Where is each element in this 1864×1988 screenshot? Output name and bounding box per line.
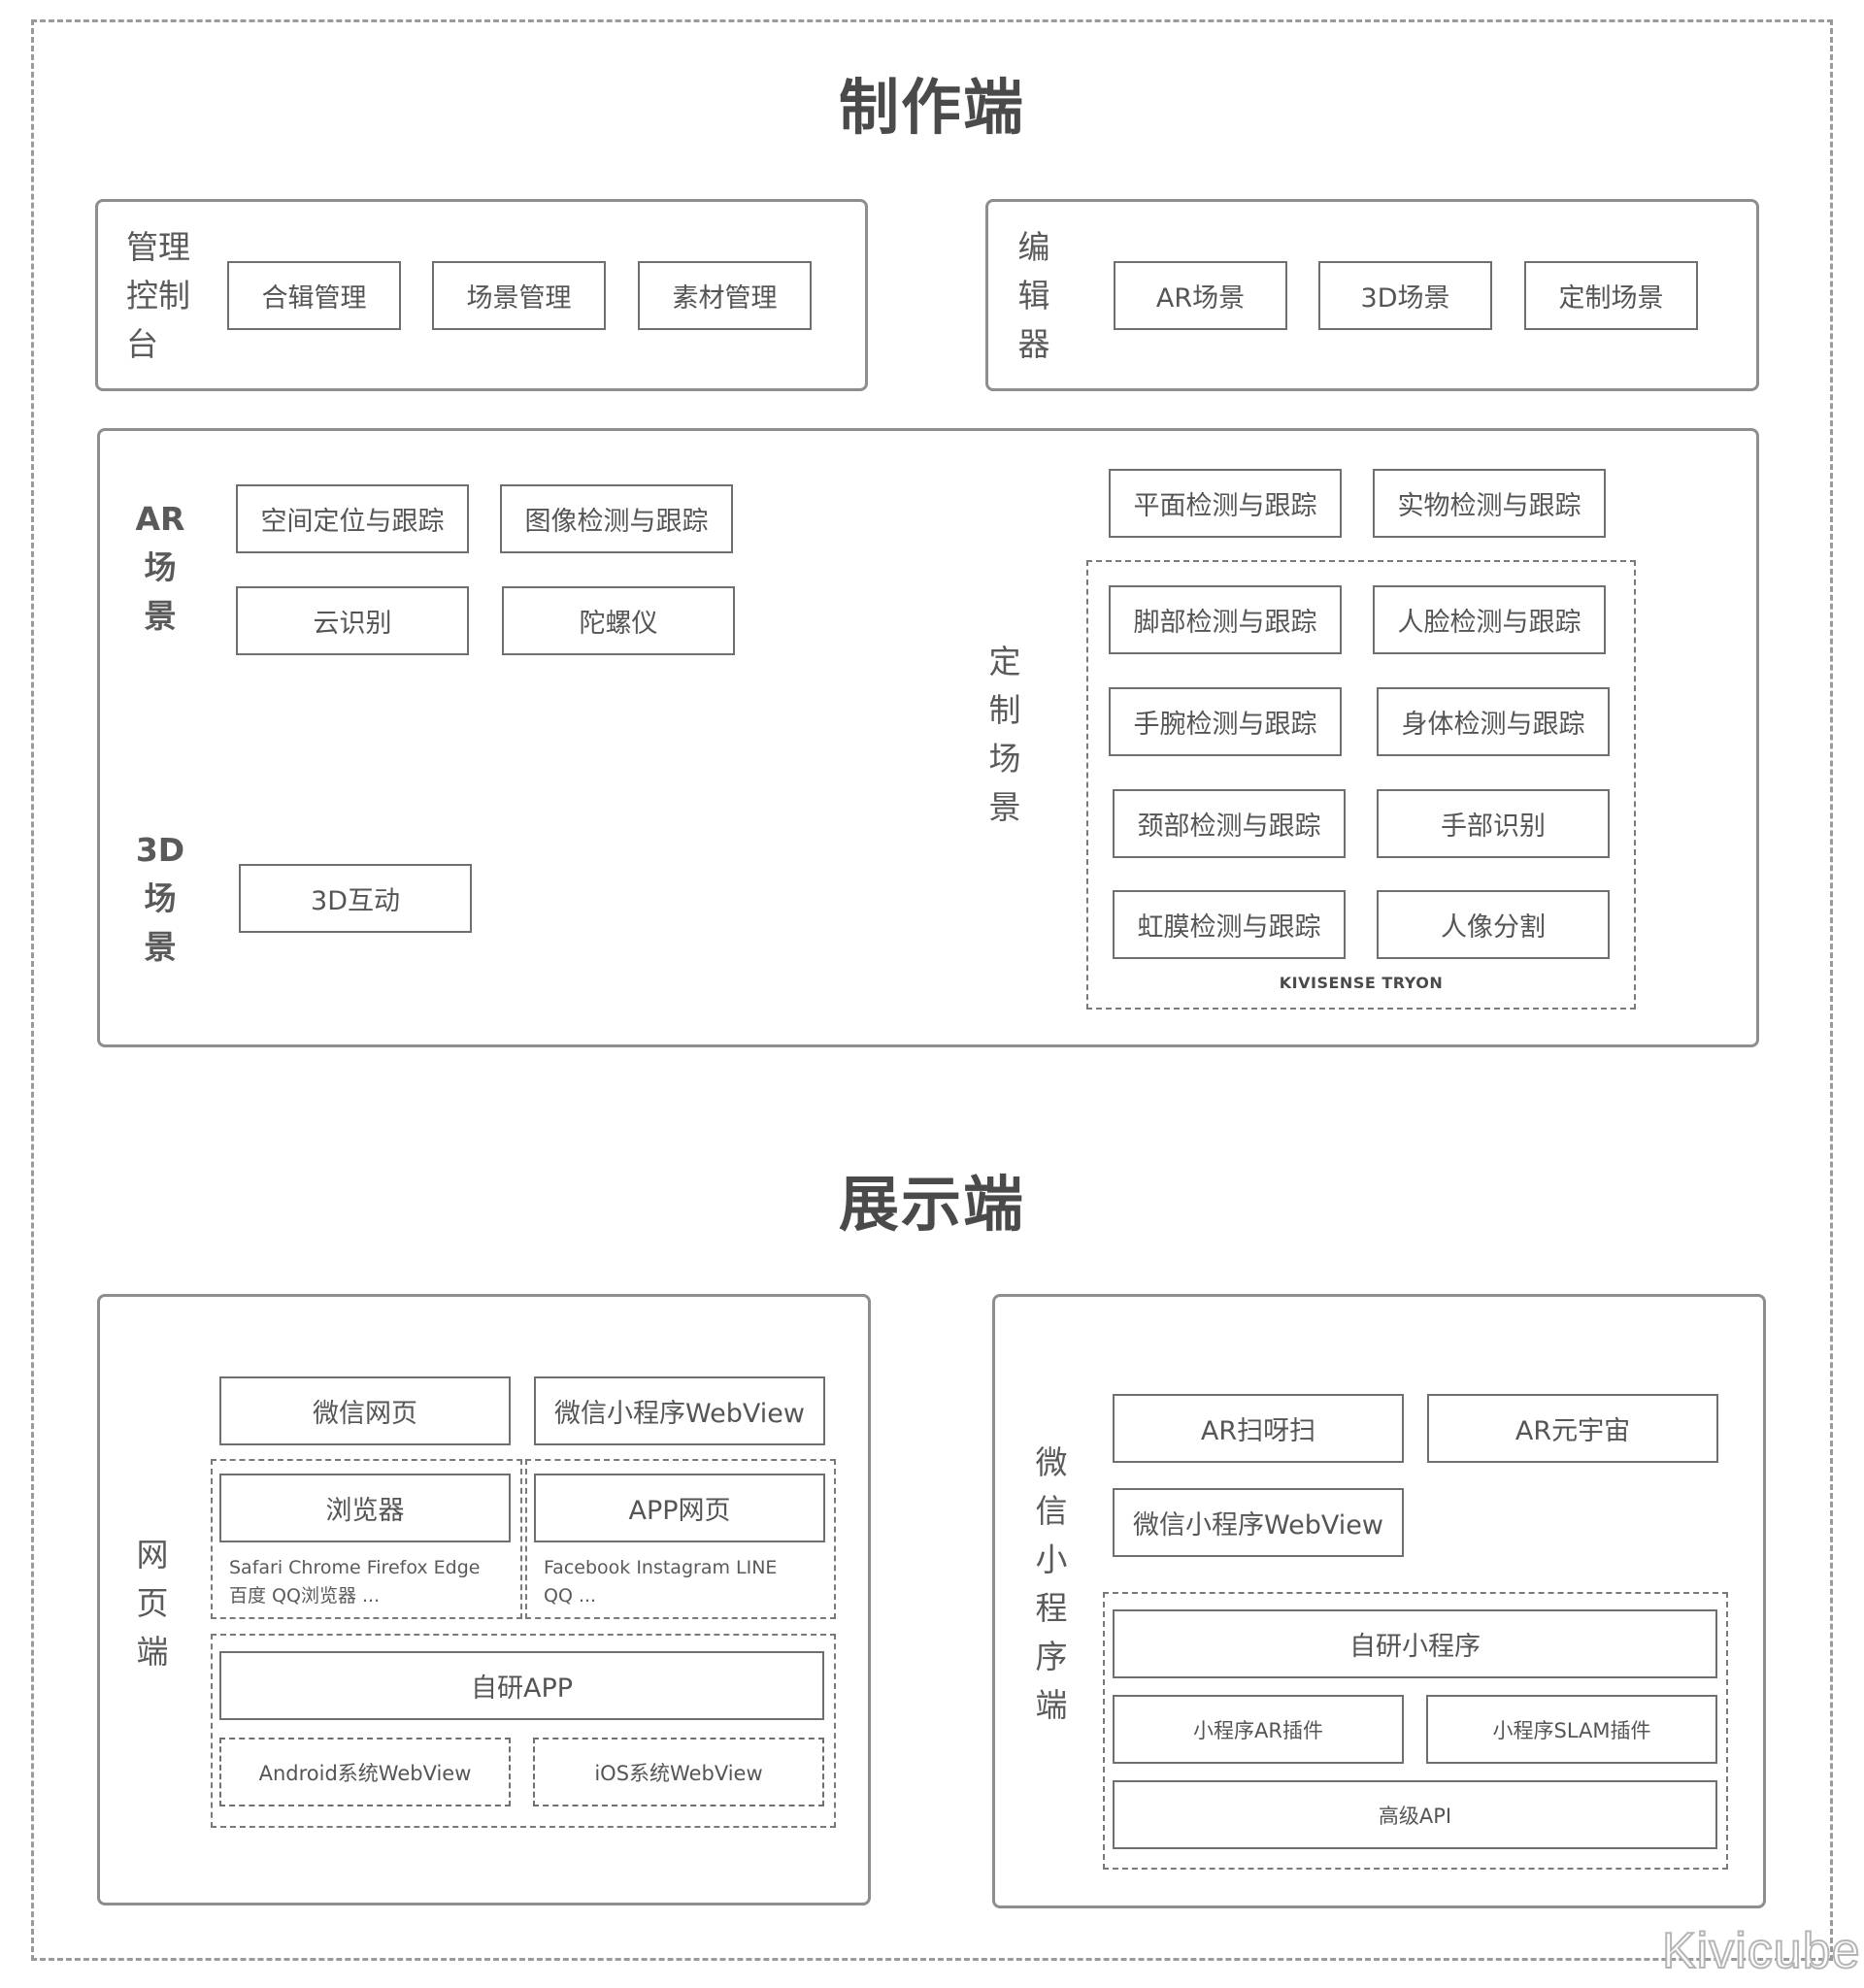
android-webview-box: Android系统WebView bbox=[219, 1738, 511, 1806]
custom-scene-box: 定制场景 bbox=[1524, 261, 1698, 330]
kivisense-tryon-group bbox=[1086, 560, 1636, 1010]
self-developed-app-box: 自研APP bbox=[219, 1651, 824, 1720]
ar-scene-label: AR 场 景 bbox=[135, 500, 185, 635]
browser-box: 浏览器 bbox=[219, 1474, 511, 1542]
miniprogram-label: 微 信 小 程 序 端 bbox=[1035, 1443, 1068, 1724]
miniprogram-ar-plugin-box: 小程序AR插件 bbox=[1113, 1695, 1404, 1764]
gyroscope-box: 陀螺仪 bbox=[502, 586, 735, 655]
hand-recognition-box: 手部识别 bbox=[1377, 789, 1610, 858]
app-webpage-note: Facebook Instagram LINE QQ ... bbox=[544, 1557, 778, 1607]
kivicube-watermark: Kivicube bbox=[1661, 1922, 1861, 1980]
neck-detection-tracking-box: 颈部检测与跟踪 bbox=[1113, 789, 1346, 858]
ar-metaverse-box: AR元宇宙 bbox=[1427, 1394, 1718, 1463]
display-title: 展示端 bbox=[838, 1169, 1025, 1240]
3d-interaction-box: 3D互动 bbox=[239, 864, 472, 933]
advanced-api-box: 高级API bbox=[1113, 1780, 1717, 1849]
miniprogram-webview-box: 微信小程序WebView bbox=[1113, 1488, 1404, 1557]
web-label: 网 页 端 bbox=[136, 1536, 169, 1671]
management-console-label: 管理 控制 台 bbox=[126, 228, 190, 363]
scene-management-box: 场景管理 bbox=[432, 261, 606, 330]
wrist-detection-tracking-box: 手腕检测与跟踪 bbox=[1109, 687, 1342, 756]
ios-webview-box: iOS系统WebView bbox=[533, 1738, 824, 1806]
miniprogram-slam-plugin-box: 小程序SLAM插件 bbox=[1426, 1695, 1717, 1764]
self-app-group bbox=[211, 1634, 836, 1828]
body-detection-tracking-box: 身体检测与跟踪 bbox=[1377, 687, 1610, 756]
cloud-recognition-box: 云识别 bbox=[236, 586, 469, 655]
foot-detection-tracking-box: 脚部检测与跟踪 bbox=[1109, 585, 1342, 654]
self-miniprogram-group bbox=[1103, 1592, 1728, 1870]
portrait-segmentation-box: 人像分割 bbox=[1377, 890, 1610, 959]
ar-scan-box: AR扫呀扫 bbox=[1113, 1394, 1404, 1463]
face-detection-tracking-box: 人脸检测与跟踪 bbox=[1373, 585, 1606, 654]
wechat-miniprogram-webview-box: 微信小程序WebView bbox=[534, 1376, 825, 1445]
browser-note: Safari Chrome Firefox Edge 百度 QQ浏览器 ... bbox=[229, 1557, 481, 1607]
wechat-webpage-box: 微信网页 bbox=[219, 1376, 511, 1445]
object-detection-tracking-box: 实物检测与跟踪 bbox=[1373, 469, 1606, 538]
image-detection-tracking-box: 图像检测与跟踪 bbox=[500, 484, 733, 553]
spatial-positioning-tracking-box: 空间定位与跟踪 bbox=[236, 484, 469, 553]
collection-management-box: 合辑管理 bbox=[227, 261, 401, 330]
3d-scene-box: 3D场景 bbox=[1318, 261, 1492, 330]
app-webpage-group bbox=[525, 1459, 836, 1619]
kivisense-tryon-caption: KIVISENSE TRYON bbox=[1279, 974, 1444, 992]
browser-group bbox=[211, 1459, 522, 1619]
editor-label: 编 辑 器 bbox=[1017, 228, 1050, 363]
app-webpage-box: APP网页 bbox=[534, 1474, 825, 1542]
ar-scene-box: AR场景 bbox=[1114, 261, 1287, 330]
self-miniprogram-box: 自研小程序 bbox=[1113, 1609, 1717, 1678]
outer-frame bbox=[31, 19, 1833, 1961]
iris-detection-tracking-box: 虹膜检测与跟踪 bbox=[1113, 890, 1346, 959]
custom-scene-label: 定 制 场 景 bbox=[988, 643, 1021, 826]
plane-detection-tracking-box: 平面检测与跟踪 bbox=[1109, 469, 1342, 538]
3d-scene-label: 3D 场 景 bbox=[135, 831, 185, 966]
production-title: 制作端 bbox=[838, 72, 1025, 143]
material-management-box: 素材管理 bbox=[638, 261, 812, 330]
